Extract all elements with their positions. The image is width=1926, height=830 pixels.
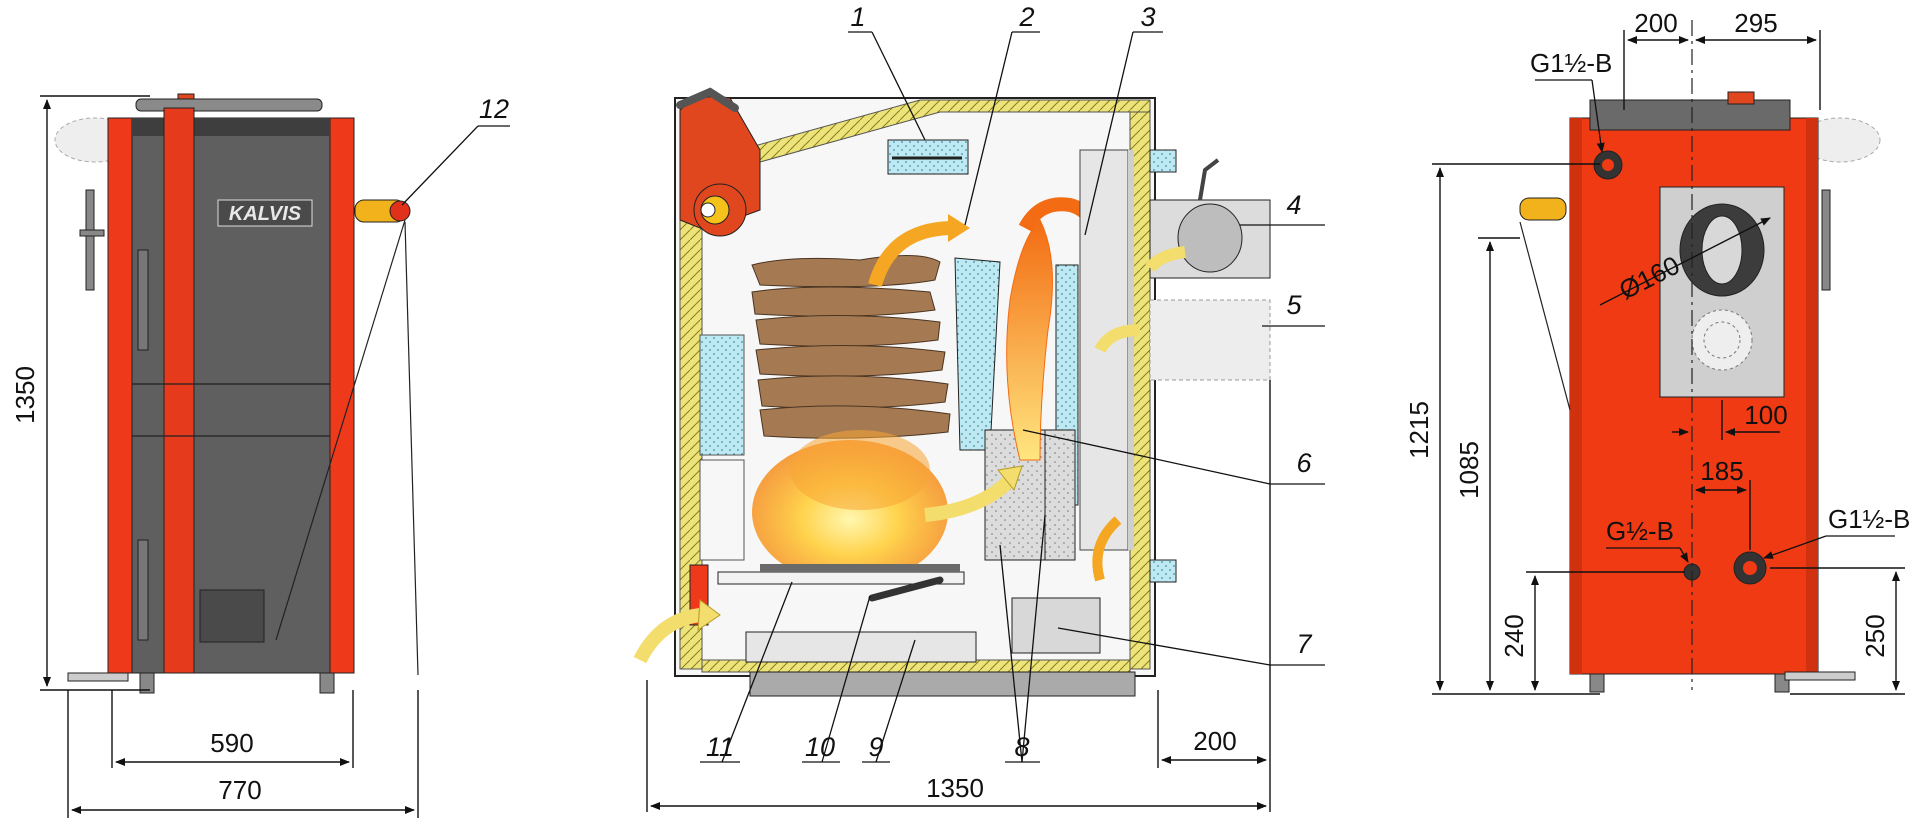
upper-door-hinge [137, 249, 149, 351]
front-outer-width-dim: 770 [218, 775, 261, 805]
flue-offset-dim: 100 [1744, 400, 1787, 430]
callout-3: 3 [1140, 2, 1155, 32]
callout-12: 12 [479, 94, 509, 124]
air-inlet-outline [1691, 309, 1753, 371]
front-height-dim: 1350 [10, 366, 40, 424]
callout-11: 11 [706, 732, 734, 762]
base-plinth [749, 671, 1136, 697]
rear-height-1085-dim: 1085 [1454, 441, 1484, 499]
ash-door [199, 589, 265, 643]
right-side-panel [329, 117, 355, 674]
callout-1: 1 [850, 2, 865, 32]
callout-8: 8 [1014, 732, 1029, 762]
section-view: 1350 200 1 2 3 4 5 6 7 8 9 10 1 [633, 2, 1325, 812]
gas-flow-arrow [868, 221, 951, 288]
callout-9: 9 [868, 732, 883, 762]
cleaning-door [1011, 597, 1101, 654]
outlet-thread-label: G1½-B [1530, 48, 1612, 78]
section-depth-dim: 1350 [926, 773, 984, 803]
drain-thread-label: G½-B [1606, 516, 1674, 546]
rear-height-1215-dim: 1215 [1404, 401, 1434, 459]
callout-10: 10 [805, 732, 835, 762]
flue-depth-dim: 200 [1193, 726, 1236, 756]
wood-logs [751, 255, 951, 439]
top-cover [132, 118, 330, 136]
air-inlet-arrow [633, 608, 702, 664]
callout-6: 6 [1296, 448, 1312, 478]
rear-view: 200 295 G1½-B Ø160 100 185 G½-B G1½-B 12… [1404, 8, 1910, 695]
rear-height-250-dim: 250 [1860, 614, 1890, 657]
left-side-panel [107, 117, 133, 674]
front-inner-width-dim: 590 [210, 728, 253, 758]
front-red-stripe [163, 107, 195, 674]
poker [868, 576, 944, 602]
rear-height-240-dim: 240 [1499, 614, 1529, 657]
front-view: KALVIS 1350 590 770 12 [10, 93, 510, 818]
callout-7: 7 [1296, 629, 1312, 659]
air-intake [1149, 299, 1271, 381]
section-callouts: 1 2 3 4 5 6 7 8 9 10 11 [700, 2, 1325, 763]
return-thread-label: G1½-B [1828, 504, 1910, 534]
afterburn-flame [1006, 219, 1053, 461]
rear-top-left-dim: 200 [1634, 8, 1677, 38]
brand-logo: KALVIS [229, 203, 302, 225]
callout-5: 5 [1286, 290, 1302, 320]
callout-4: 4 [1286, 190, 1301, 220]
inlet-spacing-dim: 185 [1700, 456, 1743, 486]
lower-door-hinge [137, 539, 149, 641]
door-handle [85, 189, 95, 291]
rear-top-cover [1589, 99, 1791, 131]
rear-top-right-dim: 295 [1734, 8, 1777, 38]
callout-2: 2 [1018, 2, 1034, 32]
ash-pan [745, 631, 977, 663]
